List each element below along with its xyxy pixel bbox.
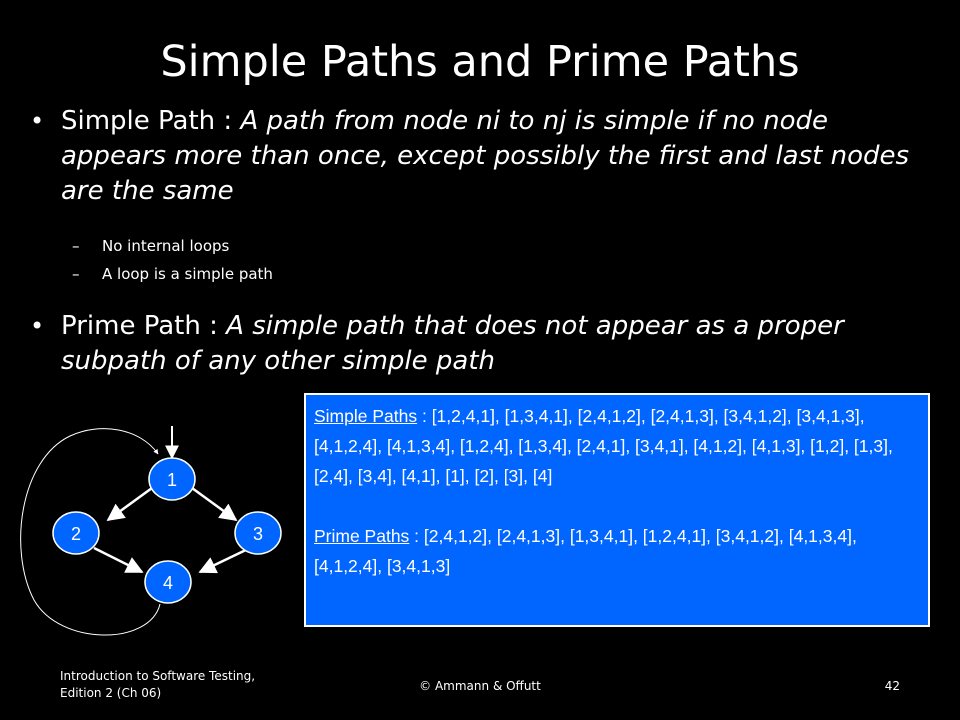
node-3: 3 — [234, 511, 282, 555]
bullet-dot: • — [30, 312, 45, 340]
node-label: 1 — [167, 470, 177, 490]
bullet-separator: : — [215, 106, 241, 136]
simple-paths-list: : [1,2,4,1], [1,3,4,1], [2,4,1,2], [2,4,… — [314, 406, 893, 486]
edge-4-1 — [20, 428, 161, 636]
slide-title: Simple Paths and Prime Paths — [160, 37, 800, 87]
node-1: 1 — [148, 457, 196, 501]
simple-paths-paragraph: Simple Paths : [1,2,4,1], [1,3,4,1], [2,… — [314, 401, 918, 491]
paragraph-gap — [314, 491, 918, 521]
bullet-content: Simple Path : A path from node ni to nj … — [61, 104, 940, 209]
sub-bullet-no-internal-loops: – No internal loops — [72, 236, 229, 256]
sub-bullet-dash: – — [72, 265, 80, 283]
node-label: 3 — [253, 524, 263, 544]
footer-book-title: Introduction to Software Testing, Editio… — [60, 669, 256, 700]
node-label: 4 — [163, 573, 173, 593]
prime-paths-list: : [2,4,1,2], [2,4,1,3], [1,3,4,1], [1,2,… — [314, 526, 857, 576]
bullet-simple-path: • Simple Path : A path from node ni to n… — [30, 104, 940, 209]
graph-diagram: 1 2 3 4 — [20, 426, 282, 636]
node-2: 2 — [52, 511, 100, 555]
sub-bullet-text: No internal loops — [102, 237, 230, 255]
bullet-content: Prime Path : A simple path that does not… — [61, 309, 940, 379]
edge-1-2 — [106, 486, 153, 522]
sub-bullet-text: A loop is a simple path — [102, 265, 273, 283]
footer-page-number: 42 — [884, 679, 900, 693]
prime-paths-paragraph: Prime Paths : [2,4,1,2], [2,4,1,3], [1,3… — [314, 521, 918, 581]
node-4: 4 — [144, 560, 192, 604]
edge-3-4 — [198, 546, 251, 574]
prime-paths-label: Prime Paths — [314, 526, 410, 546]
edge-1-3 — [191, 486, 238, 522]
bullet-dot: • — [30, 107, 45, 135]
footer-copyright: © Ammann & Offutt — [419, 679, 541, 693]
bullet-term: Prime Path — [61, 311, 201, 341]
node-label: 2 — [71, 524, 81, 544]
paths-infobox: Simple Paths : [1,2,4,1], [1,3,4,1], [2,… — [304, 393, 930, 627]
sub-bullet-dash: – — [72, 237, 80, 255]
bullet-definition: A simple path that does not appear as a … — [61, 311, 844, 376]
bullet-term: Simple Path — [61, 106, 216, 136]
simple-paths-label: Simple Paths — [314, 406, 418, 426]
bullet-separator: : — [200, 311, 227, 341]
bullet-definition: A path from node ni to nj is simple if n… — [61, 106, 910, 206]
sub-bullet-loop-simple: – A loop is a simple path — [72, 264, 273, 284]
edge-2-4 — [93, 546, 144, 574]
bullet-prime-path: • Prime Path : A simple path that does n… — [30, 309, 940, 379]
